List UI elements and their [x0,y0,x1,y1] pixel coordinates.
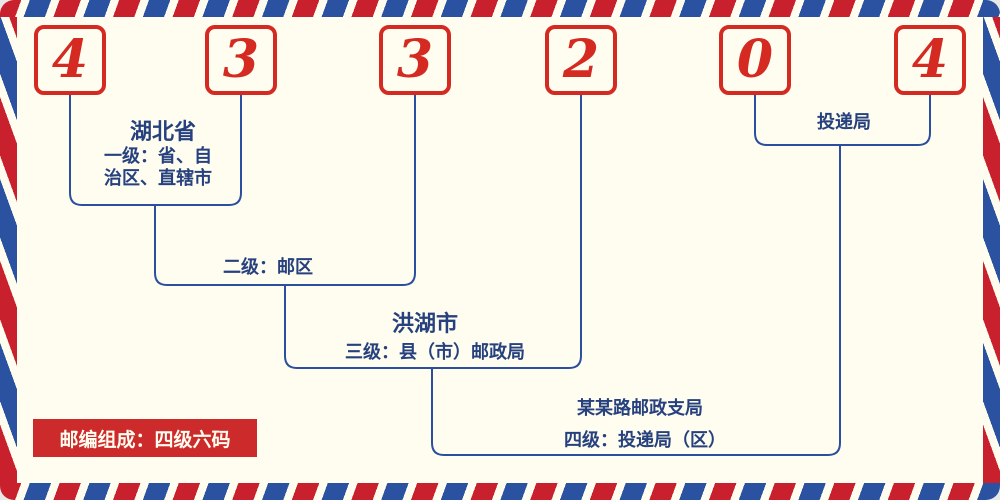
digit-box-4: 2 [545,25,617,95]
postal-code-composition-badge: 邮编组成：四级六码 [33,419,257,457]
delivery-office-label: 投递局 [817,112,871,133]
digit-5: 0 [736,29,774,90]
digit-box-1: 4 [34,25,106,95]
airmail-border-left [0,17,17,483]
connector-delivery-bracket [754,95,931,146]
airmail-border-right [983,17,1000,483]
city-name-label: 洪湖市 [391,312,459,337]
level2-label: 二级：邮区 [223,257,313,278]
digit-box-2: 3 [205,25,277,95]
branch-name-label: 某某路邮政支局 [577,398,703,419]
airmail-border-top [0,0,1000,17]
digit-1: 4 [51,29,89,90]
level1-label-line1: 一级：省、自 [104,146,212,167]
level3-label: 三级：县（市）邮政局 [345,342,525,363]
digit-4: 2 [562,29,600,90]
digit-2: 3 [222,29,260,90]
postal-code-composition-text: 邮编组成：四级六码 [59,428,231,451]
level1-label-line2: 治区、直辖市 [104,168,212,189]
digit-box-5: 0 [719,25,791,95]
level4-label: 四级：投递局（区） [564,430,726,451]
connector-level4-line [431,145,841,456]
digit-box-6: 4 [894,25,966,95]
province-name-label: 湖北省 [129,120,197,145]
digit-6: 4 [911,29,949,90]
airmail-border-bottom [0,483,1000,500]
digit-3: 3 [396,29,434,90]
level1-label: 一级：省、自 治区、直辖市 [83,146,233,190]
digit-box-3: 3 [379,25,451,95]
